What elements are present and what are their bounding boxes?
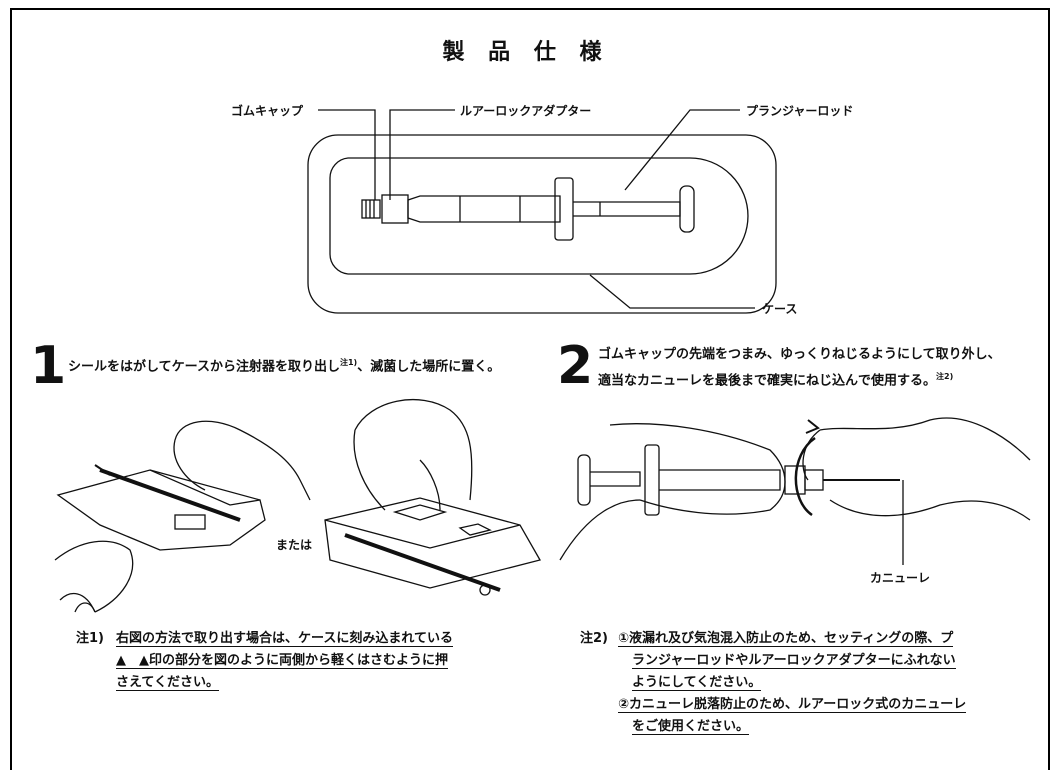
note-1-body: 右図の方法で取り出す場合は、ケースに刻み込まれている ▲ ▲印の部分を図のように… — [116, 628, 453, 694]
note-2-label: 注2) — [580, 631, 608, 646]
case-outer-outline — [307, 134, 777, 314]
step-1-text: シールをはがしてケースから注射器を取り出し注1)、滅菌した場所に置く。 — [68, 352, 500, 378]
note-2-line-2: ランジャーロッドやルアーロックアダプターにふれない — [632, 653, 956, 669]
note-2-line-1: ①液漏れ及び気泡混入防止のため、セッティングの際、プ — [618, 631, 954, 647]
note-1-line-2: ▲ ▲印の部分を図のように両側から軽くはさむように押 — [116, 653, 448, 669]
step-1-text-main: シールをはがしてケースから注射器を取り出し — [68, 359, 340, 375]
step-2-note-ref: 注2) — [936, 372, 954, 381]
step-1-note-ref: 注1) — [339, 358, 358, 367]
leader-luer-lock — [389, 109, 455, 200]
label-rubber-cap: ゴムキャップ — [231, 104, 304, 118]
case-inner-outline — [329, 157, 749, 275]
step1-illustration-tray-hand — [54, 420, 311, 613]
page-title: 製 品 仕 様 — [442, 40, 610, 65]
step-2-text: ゴムキャップの先端をつまみ、ゆっくりねじるようにして取り外し、 適当なカニューレ… — [598, 344, 1001, 392]
note-2-body: ①液漏れ及び気泡混入防止のため、セッティングの際、プ ランジャーロッドやルアーロ… — [618, 628, 967, 738]
note-1-label: 注1) — [76, 631, 104, 646]
step-1-text-after: 、滅菌した場所に置く。 — [357, 359, 501, 375]
leader-rubber-cap — [318, 109, 376, 200]
step-2-line-1: ゴムキャップの先端をつまみ、ゆっくりねじるようにして取り外し、 — [598, 347, 1001, 362]
syringe-in-case — [361, 177, 695, 241]
note-2-line-4: ②カニューレ脱落防止のため、ルアーロック式のカニューレ — [618, 697, 967, 713]
note-1-line-1: 右図の方法で取り出す場合は、ケースに刻み込まれている — [116, 631, 453, 647]
step-2-line-2: 適当なカニューレを最後まで確実にねじ込んで使用する。 — [598, 373, 937, 389]
step-2-number: 2 — [557, 336, 594, 396]
note-2-line-3: ようにしてください。 — [632, 675, 762, 691]
page-frame — [10, 8, 1050, 770]
label-or: または — [276, 538, 313, 552]
leader-case — [589, 274, 755, 309]
note-1-line-3: さえてください。 — [116, 675, 219, 691]
label-luer-lock-adapter: ルアーロックアダプター — [460, 104, 592, 118]
step-1-number: 1 — [30, 336, 67, 396]
label-case: ケース — [762, 302, 798, 316]
label-plunger-rod: プランジャーロッド — [746, 104, 854, 118]
step1-illustration-case-hands — [324, 398, 541, 596]
leader-plunger-rod — [624, 109, 740, 191]
note-2-line-5: をご使用ください。 — [632, 719, 750, 735]
step2-illustration — [559, 417, 1031, 565]
label-cannula: カニューレ — [870, 571, 931, 585]
